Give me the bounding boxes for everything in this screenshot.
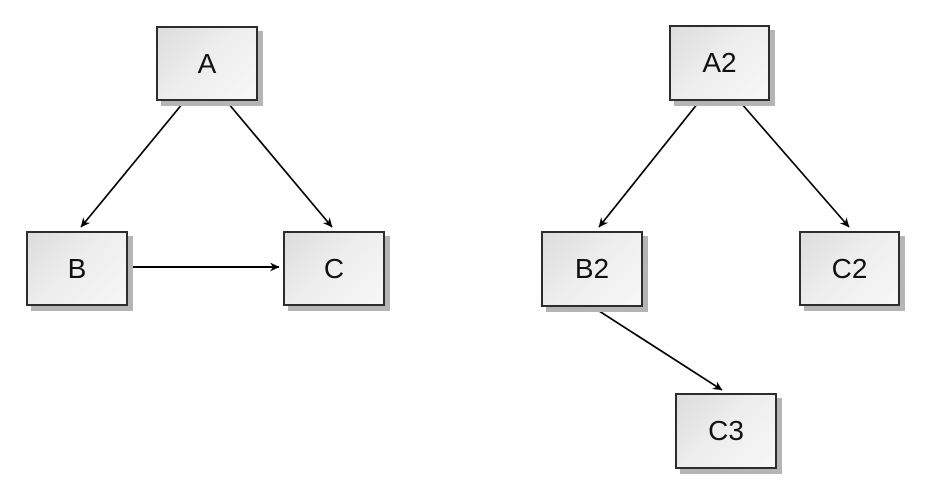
edge-A-B: [80, 102, 184, 228]
node-A2[interactable]: A2: [669, 25, 770, 101]
node-B[interactable]: B: [26, 231, 128, 306]
edge-A-C: [227, 102, 333, 228]
edge-B2-C3: [595, 308, 723, 391]
node-A-label: A: [197, 47, 217, 79]
node-C-label: C: [323, 252, 345, 284]
node-C2[interactable]: C2: [799, 231, 900, 306]
node-C3[interactable]: C3: [675, 393, 777, 469]
edge-A2-B2: [598, 102, 699, 228]
node-C2-label: C2: [831, 252, 868, 284]
edge-A2-C2: [740, 102, 850, 228]
node-A2-label: A2: [702, 47, 737, 78]
node-C[interactable]: C: [283, 231, 385, 306]
node-B2[interactable]: B2: [541, 231, 643, 307]
node-C3-label: C3: [708, 415, 744, 446]
node-B-label: B: [67, 252, 87, 284]
node-B2-label: B2: [574, 253, 610, 284]
node-A[interactable]: A: [156, 26, 258, 101]
